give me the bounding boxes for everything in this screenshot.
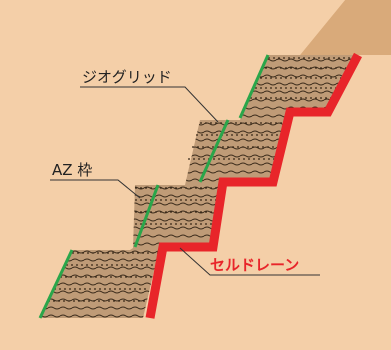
label-az-frame: AZ 枠 (52, 161, 92, 179)
reinforced-fill (40, 55, 355, 318)
slope-soil-top (300, 0, 391, 55)
leader-lines (50, 86, 320, 276)
label-geogrid: ジオグリッド (82, 68, 172, 86)
cell-drain (145, 52, 362, 319)
geogrid-layers (48, 57, 353, 302)
label-cell-drain: セルドレーン (210, 256, 299, 274)
ground-base (0, 320, 391, 350)
az-frame-faces (38, 54, 270, 319)
